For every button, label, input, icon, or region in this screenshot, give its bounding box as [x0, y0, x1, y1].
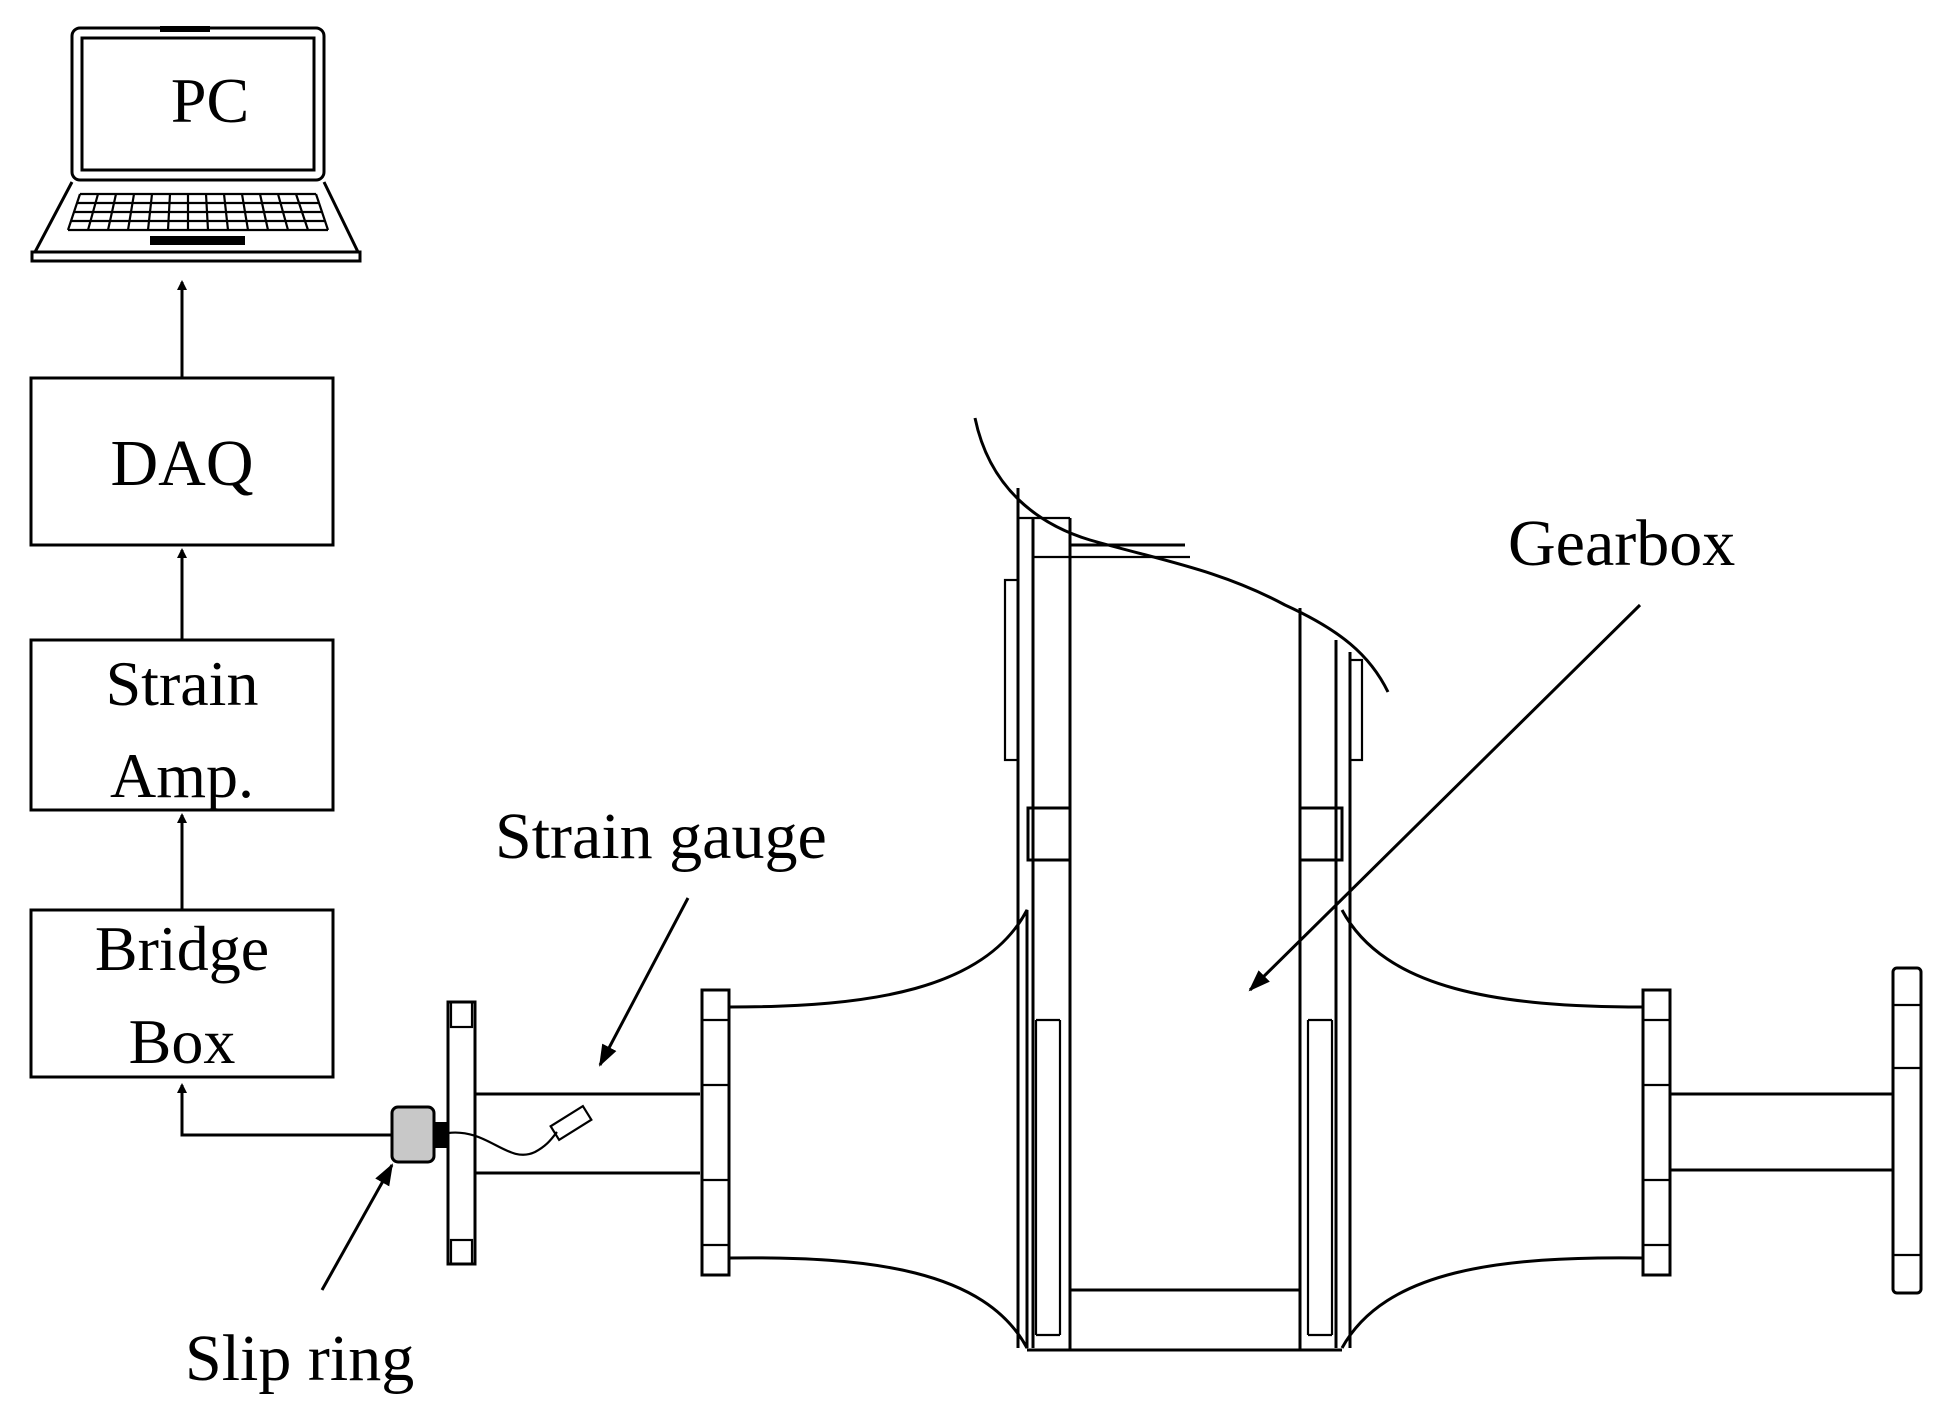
arrow-slipring-to-bridge [177, 1083, 395, 1137]
bridge-box-label-line2: Box [129, 1006, 236, 1077]
strain-amp-box [29, 638, 335, 812]
bridge-box-label-line1: Bridge [95, 913, 269, 984]
strain-amp-label-line2: Amp. [110, 740, 254, 811]
right-end-flange [1891, 966, 1923, 1295]
gearbox-leader [1248, 603, 1642, 992]
pc-label: PC [171, 65, 249, 136]
slip-ring-leader [320, 1163, 394, 1291]
strain-gauge-sensor [447, 1104, 593, 1156]
strain-gauge-leader [598, 897, 690, 1067]
bridge-box [29, 908, 335, 1079]
laptop-icon [30, 26, 362, 263]
slip-ring-label: Slip ring [185, 1322, 414, 1395]
gearbox-body [973, 417, 1390, 1352]
daq-label: DAQ [111, 427, 254, 500]
gearbox-label: Gearbox [1508, 507, 1735, 580]
strain-amp-label-line1: Strain [106, 648, 259, 719]
output-flange [1641, 988, 1672, 1277]
input-flange [700, 988, 731, 1277]
slip-ring [390, 1105, 436, 1164]
strain-gauge-label: Strain gauge [495, 800, 827, 873]
gearbox-right-bell [1340, 909, 1644, 1349]
gearbox-left-bell [728, 909, 1029, 1349]
daq-box [29, 376, 335, 547]
